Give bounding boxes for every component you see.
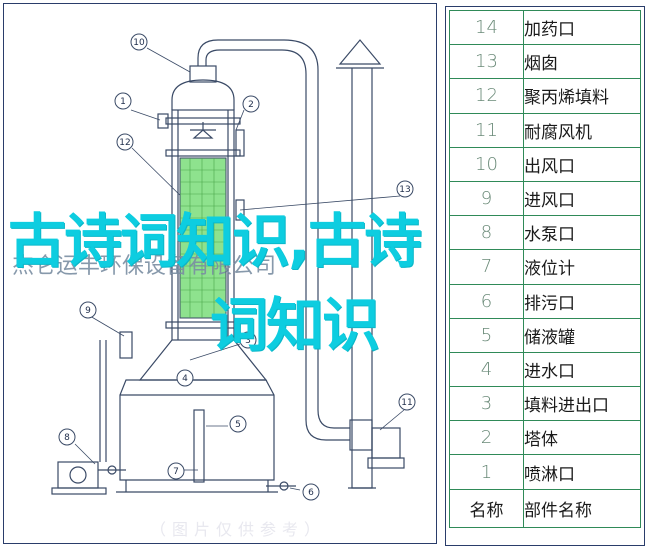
fan	[367, 427, 405, 469]
table-header-row: 名称部件名称	[449, 488, 641, 528]
svg-text:4: 4	[182, 374, 188, 384]
part-number: 5	[449, 317, 524, 353]
callout-2: 2	[242, 95, 260, 113]
pump	[51, 461, 126, 495]
callout-7: 7	[167, 462, 185, 480]
callouts: 10 1 2 12 13 9 3 4 5 8 7 6 11	[58, 33, 416, 501]
part-name: 储液罐	[523, 317, 641, 353]
leader-lines	[74, 47, 405, 491]
part-name: 排污口	[523, 283, 641, 319]
packing-bed	[179, 157, 227, 319]
svg-text:6: 6	[308, 488, 314, 498]
part-name: 聚丙烯填料	[523, 78, 641, 114]
svg-text:5: 5	[235, 420, 241, 430]
part-name: 塔体	[523, 420, 641, 456]
part-name: 出风口	[523, 146, 641, 182]
svg-text:8: 8	[64, 433, 70, 443]
part-number: 12	[449, 78, 524, 114]
part-name: 加药口	[523, 9, 641, 46]
callout-6: 6	[302, 483, 320, 501]
callout-4: 4	[176, 369, 194, 387]
overlay-title-line1: 古诗词知识,古诗	[8, 207, 422, 275]
storage-tank	[116, 379, 278, 493]
overlay-title-line2: 词知识	[210, 291, 380, 359]
header-name: 部件名称	[523, 488, 641, 528]
callout-13: 13	[396, 180, 414, 198]
part-name: 水泵口	[523, 215, 641, 251]
level-gauge	[99, 331, 133, 462]
header-number: 名称	[449, 488, 524, 528]
svg-text:12: 12	[119, 138, 130, 148]
part-number: 11	[449, 112, 524, 148]
part-name: 液位计	[523, 249, 641, 285]
callout-3: 3	[239, 331, 257, 349]
part-name: 进风口	[523, 180, 641, 217]
spray-head	[190, 122, 216, 139]
tower-body	[138, 79, 268, 381]
drain-valve	[266, 481, 296, 491]
callout-10: 10	[130, 33, 148, 51]
part-number: 6	[449, 283, 524, 319]
svg-text:7: 7	[173, 467, 179, 477]
callout-8: 8	[58, 428, 76, 446]
part-number: 2	[449, 420, 524, 456]
part-number: 1	[449, 454, 524, 490]
bottom-watermark: （图片仅供参考）	[150, 520, 327, 539]
svg-text:3: 3	[245, 336, 251, 346]
callout-1: 1	[114, 92, 132, 110]
part-number: 3	[449, 386, 524, 422]
svg-text:13: 13	[399, 185, 410, 195]
part-number: 14	[449, 9, 524, 46]
part-number: 13	[449, 44, 524, 80]
svg-text:1: 1	[120, 97, 126, 107]
part-name: 喷淋口	[523, 454, 641, 490]
company-watermark: 杰仑运丰环保设备有限公司	[12, 254, 277, 279]
top-duct	[189, 39, 319, 300]
part-number: 10	[449, 146, 524, 182]
callout-9: 9	[79, 301, 97, 319]
svg-text:10: 10	[133, 38, 145, 48]
svg-text:9: 9	[85, 306, 91, 316]
callout-12: 12	[116, 133, 134, 151]
part-number: 9	[449, 180, 524, 217]
part-number: 7	[449, 249, 524, 285]
parts-table-frame	[445, 6, 645, 546]
part-name: 烟囱	[523, 44, 641, 80]
part-number: 4	[449, 351, 524, 388]
part-name: 耐腐风机	[523, 112, 641, 148]
drawing-frame	[3, 3, 437, 544]
svg-text:2: 2	[248, 100, 254, 110]
part-name: 进水口	[523, 351, 641, 388]
svg-text:11: 11	[401, 398, 412, 408]
chimney	[336, 39, 384, 489]
callout-5: 5	[229, 415, 247, 433]
part-name: 填料进出口	[523, 386, 641, 422]
callout-11: 11	[398, 393, 416, 411]
part-number: 8	[449, 215, 524, 251]
